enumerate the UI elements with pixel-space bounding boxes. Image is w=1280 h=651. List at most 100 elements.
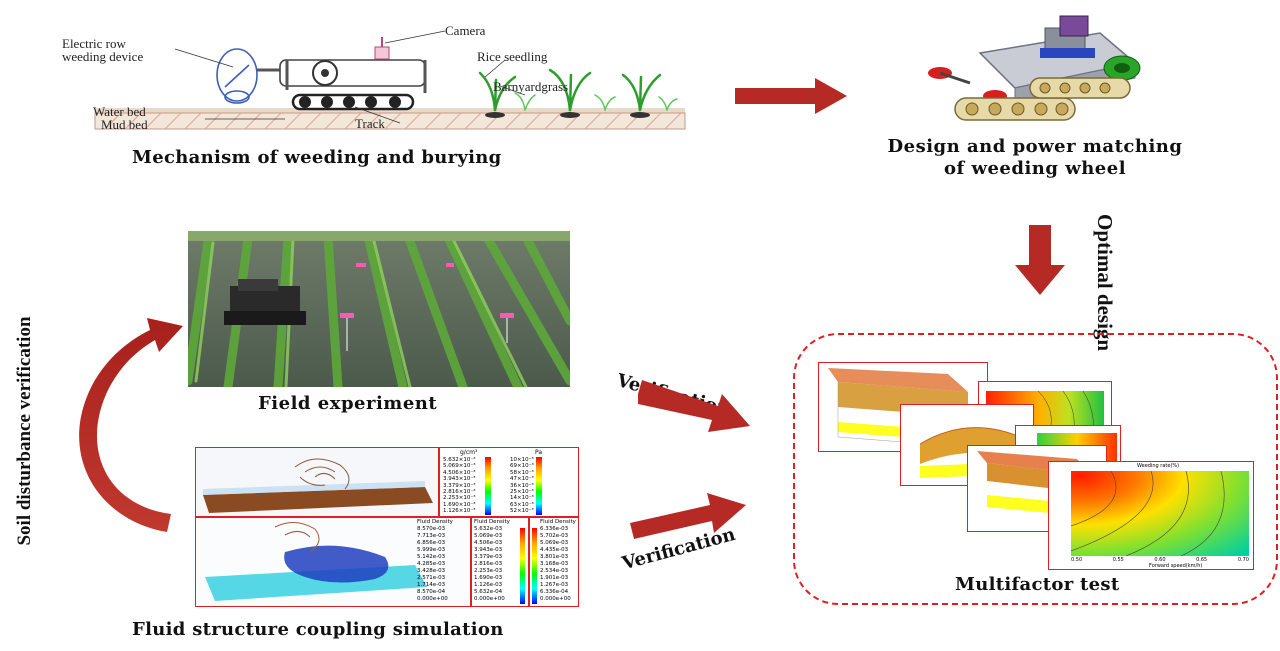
label-electric-row: Electric row xyxy=(62,36,126,51)
fluid-density-b-value: 5.632e-03 xyxy=(474,526,503,532)
simulation-caption: Fluid structure coupling simulation xyxy=(132,619,504,640)
contour-plot-main-chart xyxy=(1071,471,1249,556)
curved-arrow-soil-disturbance xyxy=(79,318,183,532)
legend-pa-value: 63×10⁻³ xyxy=(510,501,534,508)
fluid-density-c-colorbar xyxy=(532,528,537,604)
fluid-density-b-title: Fluid Density xyxy=(474,519,510,525)
fluid-density-b-value: 2.253e-03 xyxy=(474,568,503,574)
soil-disturbance-label: Soil disturbance verification xyxy=(14,316,35,546)
legend-density-value: 3.943×10⁻³ xyxy=(443,476,476,483)
simulation-render-top xyxy=(195,447,439,517)
mechanism-panel: Electric row weeding device Camera Rice … xyxy=(55,15,690,168)
contour-x-tick: 0.65 xyxy=(1196,557,1208,563)
legend-density-value: 1.690×10⁻³ xyxy=(443,501,476,508)
fluid-density-a-value: 4.285e-03 xyxy=(417,561,446,567)
arrow-mechanism-to-design xyxy=(735,78,847,114)
fluid-density-c-value: 3.168e-03 xyxy=(540,561,569,567)
simulation-render-bottom xyxy=(195,517,471,607)
legend-density-value: 4.506×10⁻³ xyxy=(443,469,476,476)
fluid-density-a-value: 0.000e+00 xyxy=(417,596,448,602)
fluid-density-a-value: 2.571e-03 xyxy=(417,575,446,581)
legend-pa-value: 10×10⁻³ xyxy=(510,457,534,463)
label-track: Track xyxy=(355,116,385,131)
arrow-verification-bottom xyxy=(630,493,746,539)
fluid-density-b-value: 3.379e-03 xyxy=(474,554,503,560)
arrow-verification-top xyxy=(638,380,750,432)
legend-density-value: 2.816×10⁻³ xyxy=(443,489,476,496)
label-weeding-device: weeding device xyxy=(62,49,144,64)
fluid-density-c-value: 6.336e-03 xyxy=(540,526,569,532)
fluid-density-a-value: 5.999e-03 xyxy=(417,547,446,553)
fluid-density-a-value: 6.856e-03 xyxy=(417,540,446,546)
fluid-density-c-value: 0.000e+00 xyxy=(540,596,571,602)
contour-x-tick: 0.50 xyxy=(1071,557,1083,563)
design-caption: Design and power matching of weeding whe… xyxy=(845,136,1225,180)
fluid-density-c-title: Fluid Density xyxy=(540,519,576,525)
fluid-density-a-title: Fluid Density xyxy=(417,519,453,525)
legend-pa-value: 47×10⁻³ xyxy=(510,476,534,483)
field-experiment-photo xyxy=(188,231,570,387)
contour-x-ticks: 0.50 0.55 0.60 0.65 0.70 xyxy=(1071,557,1249,563)
legend-density-value: 5.632×10⁻³ xyxy=(443,457,476,463)
legend-density-value: 5.069×10⁻³ xyxy=(443,463,476,470)
design-caption-line1: Design and power matching xyxy=(887,136,1183,157)
legend-pa-title: Pa xyxy=(535,449,543,456)
legend-density-value: 1.126×10⁻³ xyxy=(443,508,476,515)
contour-x-axis-label: Forward speed(km/h) xyxy=(1149,563,1203,569)
fluid-density-b-value: 1.690e-03 xyxy=(474,575,503,581)
legend-density-value: 3.379×10⁻³ xyxy=(443,482,476,489)
legend-pa-value: 69×10⁻³ xyxy=(510,463,534,470)
label-water-bed: Water bed xyxy=(93,104,146,119)
legend-pa-colorbar xyxy=(536,457,542,515)
fluid-density-b-value: 2.816e-03 xyxy=(474,561,503,567)
mechanism-illustration xyxy=(94,30,686,130)
fluid-density-c-value: 1.267e-03 xyxy=(540,582,569,588)
fluid-density-c-value: 6.336e-04 xyxy=(540,589,569,595)
contour-plot-title: Weeding rate(%) xyxy=(1137,463,1180,469)
label-barnyardgrass: Barnyardgrass xyxy=(493,79,569,94)
weeding-wheel-design-illustration xyxy=(928,15,1141,121)
legend-pa-value: 58×10⁻³ xyxy=(510,469,534,476)
fluid-density-c-value: 2.534e-03 xyxy=(540,568,569,574)
legend-pa-value: 52×10⁻³ xyxy=(510,508,534,515)
fluid-density-b-colorbar xyxy=(520,528,525,604)
fluid-density-a-value: 7.713e-03 xyxy=(417,533,446,539)
fluid-density-b-value: 4.506e-03 xyxy=(474,540,503,546)
fluid-density-c-value: 4.435e-03 xyxy=(540,547,569,553)
contour-x-tick: 0.55 xyxy=(1112,557,1124,563)
multifactor-caption: Multifactor test xyxy=(955,574,1120,595)
design-caption-line2: of weeding wheel xyxy=(943,158,1127,179)
fluid-density-b-value: 1.126e-03 xyxy=(474,582,503,588)
mechanism-caption: Mechanism of weeding and burying xyxy=(132,147,502,168)
fluid-density-c-value: 5.702e-03 xyxy=(540,533,569,539)
fluid-density-b-value: 5.632e-04 xyxy=(474,589,503,595)
contour-plot-main: Weeding rate(%) 0.50 0.55 0.60 0.65 0.70 For… xyxy=(1048,461,1254,570)
fluid-density-a-value: 1.714e-03 xyxy=(417,582,446,588)
fluid-density-c-value: 1.901e-03 xyxy=(540,575,569,581)
fluid-density-b-value: 5.069e-03 xyxy=(474,533,503,539)
contour-x-tick: 0.60 xyxy=(1154,557,1166,563)
fluid-density-a-value: 3.428e-03 xyxy=(417,568,446,574)
fluid-density-c-value: 3.801e-03 xyxy=(540,554,569,560)
optimal-design-label: Optimal design xyxy=(1093,214,1117,352)
legend-pa-value: 36×10⁻³ xyxy=(510,482,534,489)
fluid-density-a-value: 8.570e-03 xyxy=(417,526,446,532)
legend-density-value: 2.253×10⁻³ xyxy=(443,495,476,502)
legend-pa-value: 25×10⁻³ xyxy=(510,489,534,496)
contour-x-tick: 0.70 xyxy=(1237,557,1249,563)
fluid-density-a-value: 8.570e-04 xyxy=(417,589,446,595)
fluid-density-b-value: 3.943e-03 xyxy=(474,547,503,553)
multifactor-test-panel xyxy=(793,333,1278,605)
fluid-density-a-value: 5.142e-03 xyxy=(417,554,446,560)
arrow-optimal-design xyxy=(1015,225,1065,295)
